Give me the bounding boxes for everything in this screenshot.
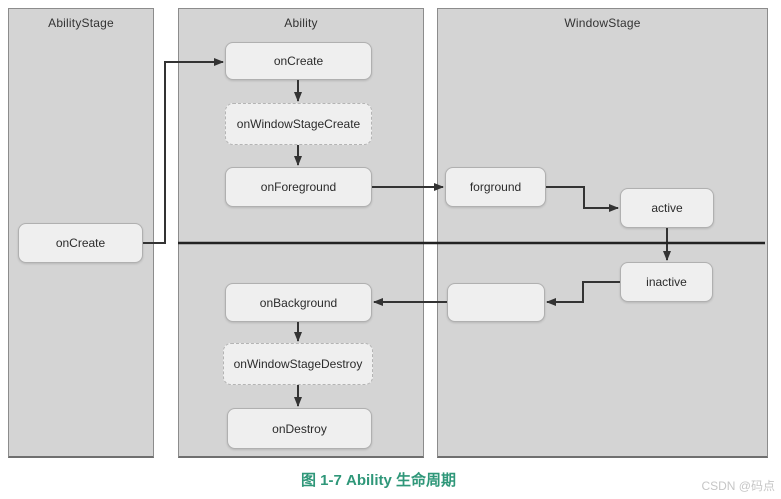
node-ondestroy: onDestroy [227, 408, 372, 449]
node-abilitystage-oncreate: onCreate [18, 223, 143, 263]
figure-caption: 图 1-7 Ability 生命周期 [300, 472, 457, 489]
node-onwindowstagedestroy: onWindowStageDestroy [223, 343, 373, 385]
node-ability-oncreate: onCreate [225, 42, 372, 80]
node-active: active [620, 188, 714, 228]
node-onwindowstagecreate: onWindowStageCreate [225, 103, 372, 145]
lane-windowstage-title: WindowStage [564, 16, 641, 30]
lane-ability-title: Ability [284, 16, 318, 30]
watermark: CSDN @码点 [701, 479, 775, 493]
lane-abilitystage-title: AbilityStage [48, 16, 114, 30]
node-onbackground: onBackground [225, 283, 372, 322]
lane-windowstage: WindowStage [437, 8, 768, 458]
node-forground: forground [445, 167, 546, 207]
node-background [447, 283, 545, 322]
node-inactive: inactive [620, 262, 713, 302]
node-onforeground: onForeground [225, 167, 372, 207]
